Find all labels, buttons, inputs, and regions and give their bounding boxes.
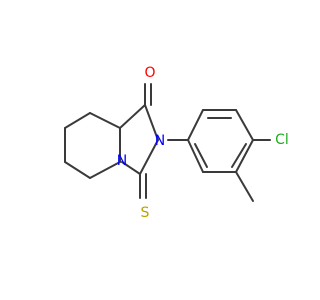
bond — [144, 104, 159, 141]
atom-label-group: O N N S Cl — [117, 65, 289, 221]
bond — [121, 161, 141, 175]
bond — [235, 109, 254, 141]
bond — [64, 161, 91, 179]
bond — [139, 139, 159, 175]
nitrogen-atom-label: N — [155, 133, 165, 149]
chlorine-atom-label: Cl — [275, 132, 289, 148]
bond — [231, 143, 247, 168]
bond — [187, 139, 204, 173]
bond — [89, 112, 121, 129]
bond — [187, 109, 204, 141]
oxygen-atom-label: O — [144, 65, 155, 81]
bond — [194, 143, 208, 168]
bond — [235, 171, 254, 202]
bond — [119, 104, 146, 129]
bond — [235, 139, 254, 173]
molecule-structure-diagram: O N N S Cl — [64, 65, 289, 221]
bond-group — [64, 83, 271, 202]
sulfur-atom-label: S — [141, 205, 150, 221]
bond — [89, 161, 121, 179]
bridgehead-nitrogen-atom-label: N — [117, 153, 127, 169]
bond — [64, 112, 91, 129]
